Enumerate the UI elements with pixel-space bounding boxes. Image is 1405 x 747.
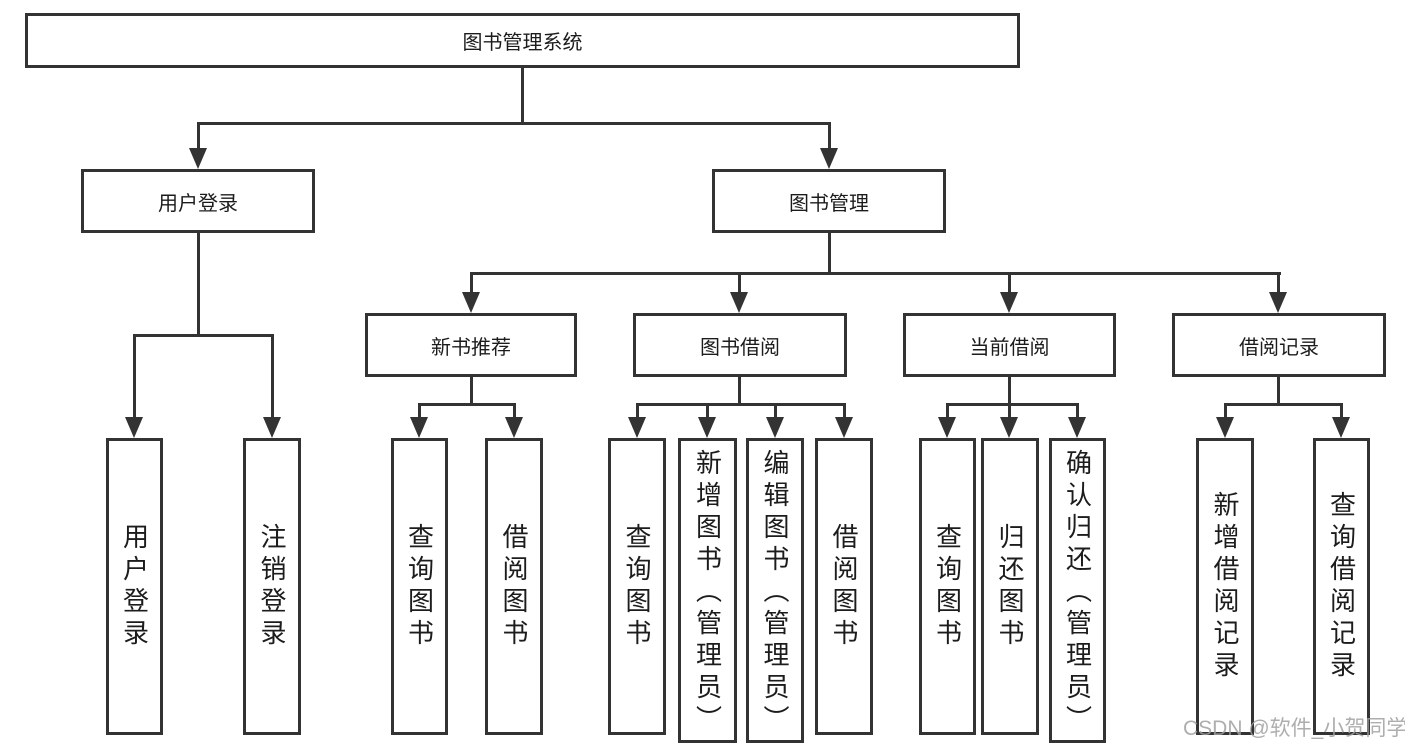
connector-line (1277, 272, 1280, 295)
node-query-borrow-record-label: 查询借阅记录 (1326, 490, 1357, 683)
connector-line (470, 377, 473, 406)
node-borrow-books-recommend-label: 借阅图书 (499, 522, 529, 651)
node-book-borrowing: 图书借阅 (633, 313, 847, 377)
arrow-down-icon (698, 417, 716, 438)
connector-line (706, 403, 709, 420)
node-add-borrow-record-label: 新增借阅记录 (1210, 490, 1240, 683)
arrow-down-icon (628, 417, 646, 438)
connector-line (636, 403, 846, 406)
connector-line (738, 377, 741, 406)
node-query-borrow-record: 查询借阅记录 (1313, 438, 1370, 735)
connector-line (828, 122, 831, 152)
arrow-down-icon (835, 417, 853, 438)
node-borrowing-records: 借阅记录 (1172, 313, 1386, 377)
node-query-books-current: 查询图书 (919, 438, 976, 735)
connector-line (197, 233, 200, 337)
connector-line (946, 403, 949, 420)
node-add-books-admin: 新增图书（管理员） (678, 438, 737, 743)
connector-line (513, 403, 516, 420)
node-add-books-admin-label: 新增图书（管理员） (692, 449, 723, 737)
node-new-book-recommend: 新书推荐 (365, 313, 577, 377)
csdn-watermark: CSDN @软件_小贺同学 (1183, 717, 1405, 740)
node-confirm-return-admin: 确认归还（管理员） (1049, 438, 1106, 743)
arrow-down-icon (1000, 292, 1018, 313)
node-edit-books-admin: 编辑图书（管理员） (746, 438, 804, 743)
node-confirm-return-admin-label: 确认归还（管理员） (1062, 449, 1093, 737)
connector-line (521, 68, 524, 125)
node-add-borrow-record: 新增借阅记录 (1196, 438, 1254, 735)
node-borrowing-records-label: 借阅记录 (1239, 336, 1319, 359)
node-borrow-books-borrowing: 借阅图书 (815, 438, 873, 735)
node-query-books-current-label: 查询图书 (932, 522, 963, 651)
arrow-down-icon (1332, 417, 1350, 438)
node-query-books-borrowing-label: 查询图书 (622, 522, 652, 651)
node-query-books-recommend: 查询图书 (391, 438, 448, 735)
node-user-login-label: 用户登录 (119, 522, 150, 651)
arrow-down-icon (1000, 417, 1018, 438)
node-user-login-module: 用户登录 (81, 169, 315, 233)
arrow-down-icon (730, 292, 748, 313)
connector-line (1340, 403, 1343, 420)
connector-line (1224, 403, 1227, 420)
connector-line (197, 122, 200, 152)
node-book-management-label: 图书管理 (789, 192, 869, 215)
connector-line (1008, 272, 1011, 295)
node-logout-label: 注销登录 (257, 522, 287, 651)
node-return-books-label: 归还图书 (995, 522, 1025, 651)
connector-line (418, 403, 421, 420)
connector-line (946, 403, 1079, 406)
connector-line (843, 403, 846, 420)
connector-line (133, 334, 136, 420)
connector-line (1224, 403, 1343, 406)
connector-line (197, 122, 831, 125)
node-root: 图书管理系统 (25, 13, 1020, 68)
connector-line (1008, 377, 1011, 406)
arrow-down-icon (766, 417, 784, 438)
node-current-borrowing-label: 当前借阅 (969, 336, 1050, 359)
node-book-management: 图书管理 (712, 169, 946, 233)
connector-line (828, 233, 831, 275)
connector-line (133, 334, 274, 337)
arrow-down-icon (462, 292, 480, 313)
node-current-borrowing: 当前借阅 (903, 313, 1116, 377)
connector-line (271, 334, 274, 420)
node-user-login: 用户登录 (106, 438, 163, 735)
connector-line (738, 272, 741, 295)
connector-line (1008, 403, 1011, 420)
node-borrow-books-borrowing-label: 借阅图书 (829, 522, 859, 651)
connector-line (470, 272, 1281, 275)
connector-line (1076, 403, 1079, 420)
node-book-borrowing-label: 图书借阅 (700, 336, 780, 359)
arrow-down-icon (820, 148, 838, 169)
connector-line (470, 272, 473, 295)
connector-line (1277, 377, 1280, 406)
connector-line (418, 403, 516, 406)
arrow-down-icon (263, 417, 281, 438)
node-root-label: 图书管理系统 (462, 32, 583, 54)
arrow-down-icon (125, 417, 143, 438)
arrow-down-icon (505, 417, 523, 438)
node-query-books-recommend-label: 查询图书 (404, 522, 435, 651)
connector-line (636, 403, 639, 420)
node-new-book-recommend-label: 新书推荐 (431, 336, 511, 359)
arrow-down-icon (410, 417, 428, 438)
node-user-login-module-label: 用户登录 (158, 192, 238, 215)
node-edit-books-admin-label: 编辑图书（管理员） (760, 449, 790, 737)
arrow-down-icon (189, 148, 207, 169)
node-query-books-borrowing: 查询图书 (608, 438, 666, 735)
connector-line (774, 403, 777, 420)
arrow-down-icon (1068, 417, 1086, 438)
arrow-down-icon (938, 417, 956, 438)
node-borrow-books-recommend: 借阅图书 (485, 438, 543, 735)
arrow-down-icon (1216, 417, 1234, 438)
node-logout: 注销登录 (243, 438, 301, 735)
node-return-books: 归还图书 (981, 438, 1039, 735)
arrow-down-icon (1269, 292, 1287, 313)
